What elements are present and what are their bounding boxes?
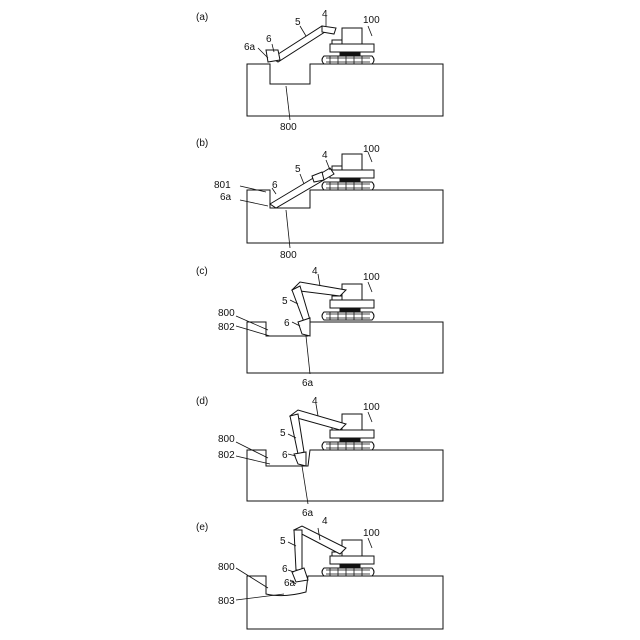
label-bucket: 6 bbox=[284, 318, 290, 329]
label-machine: 100 bbox=[363, 15, 380, 26]
panel-caption: (b) bbox=[196, 138, 208, 149]
bucket bbox=[294, 452, 306, 466]
label-bucket-tip: 6a bbox=[220, 192, 232, 203]
ground-block bbox=[247, 322, 443, 373]
label-pit: 800 bbox=[218, 562, 235, 573]
ground-block bbox=[247, 190, 443, 243]
label-pit: 800 bbox=[218, 308, 235, 319]
arm bbox=[294, 530, 302, 570]
label-wall: 801 bbox=[214, 180, 231, 191]
label-floor: 803 bbox=[218, 596, 235, 607]
ground-block bbox=[247, 64, 443, 116]
label-pit: 800 bbox=[218, 434, 235, 445]
label-boom: 5 bbox=[280, 536, 286, 547]
panel-b: (b) 100 4 5 6 6a 801 800 bbox=[196, 138, 443, 261]
arm bbox=[322, 26, 336, 34]
panel-caption: (d) bbox=[196, 396, 208, 407]
label-pit: 800 bbox=[280, 250, 297, 261]
label-bucket: 6 bbox=[282, 564, 288, 575]
label-machine: 100 bbox=[363, 144, 380, 155]
label-bucket: 6 bbox=[272, 180, 278, 191]
label-machine: 100 bbox=[363, 528, 380, 539]
label-floor: 802 bbox=[218, 450, 235, 461]
ground-block bbox=[247, 450, 443, 501]
label-boom: 5 bbox=[295, 17, 301, 28]
label-arm: 4 bbox=[322, 150, 328, 161]
label-bucket: 6 bbox=[266, 34, 272, 45]
panel-caption: (e) bbox=[196, 522, 208, 533]
label-machine: 100 bbox=[363, 402, 380, 413]
label-machine: 100 bbox=[363, 272, 380, 283]
label-boom: 5 bbox=[282, 296, 288, 307]
bucket bbox=[298, 318, 310, 336]
label-arm: 4 bbox=[312, 396, 318, 407]
boom bbox=[272, 26, 328, 62]
label-floor: 802 bbox=[218, 322, 235, 333]
panel-c: (c) 100 4 5 6 6a 800 802 bbox=[196, 266, 443, 389]
label-arm: 4 bbox=[322, 9, 328, 20]
label-pit: 800 bbox=[280, 122, 297, 133]
panel-d: (d) 100 4 5 6 6a 800 802 bbox=[196, 396, 443, 519]
panel-caption: (c) bbox=[196, 266, 208, 277]
label-boom: 5 bbox=[280, 428, 286, 439]
panel-a: (a) 100 4 5 6 6a 800 bbox=[196, 9, 443, 133]
label-bucket-tip: 6a bbox=[284, 578, 296, 589]
label-boom: 5 bbox=[295, 164, 301, 175]
panel-e: (e) 100 4 5 6 6a 800 803 bbox=[196, 516, 443, 629]
label-arm: 4 bbox=[322, 516, 328, 527]
label-bucket-tip: 6a bbox=[244, 42, 256, 53]
label-bucket-tip: 6a bbox=[302, 378, 314, 389]
arm bbox=[290, 414, 304, 454]
label-arm: 4 bbox=[312, 266, 318, 277]
ground-block bbox=[247, 576, 443, 629]
panel-caption: (a) bbox=[196, 12, 208, 23]
label-bucket-tip: 6a bbox=[302, 508, 314, 519]
bucket bbox=[266, 50, 280, 62]
label-bucket: 6 bbox=[282, 450, 288, 461]
arm bbox=[312, 172, 324, 182]
